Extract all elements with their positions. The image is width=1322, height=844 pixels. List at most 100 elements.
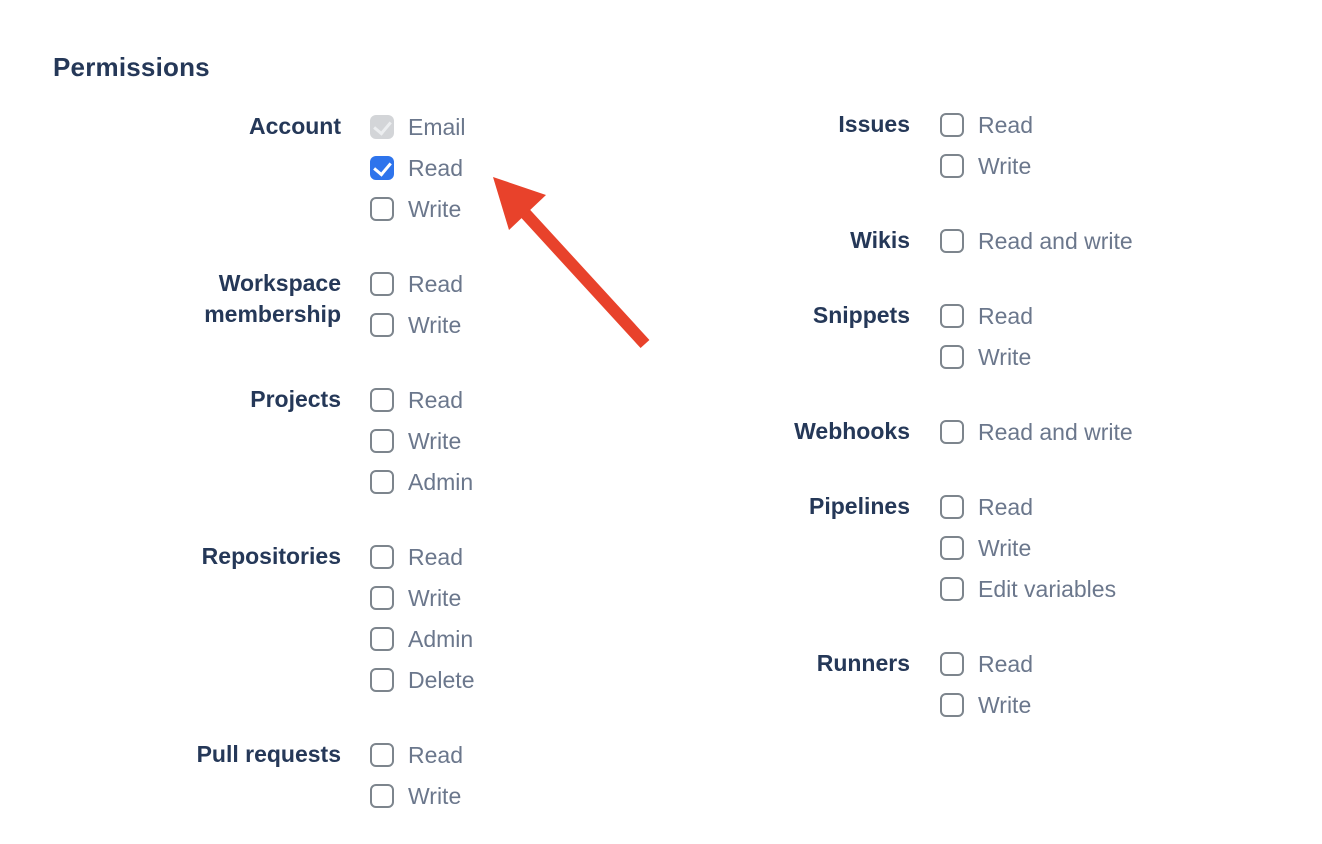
option-row-runners-read: Read [940,650,1280,677]
option-row-runners-write: Write [940,691,1280,718]
group-label-workspace-membership: Workspace membership [204,270,341,327]
option-row-projects-admin: Admin [370,468,691,495]
checkbox-pull-requests-read[interactable] [370,743,394,767]
option-row-pull-requests-write: Write [370,782,691,809]
checkbox-wikis-read-and-write[interactable] [940,229,964,253]
checkbox-label-pull-requests-read[interactable]: Read [408,741,463,768]
option-row-repositories-admin: Admin [370,625,691,652]
option-row-repositories-delete: Delete [370,666,691,693]
checkbox-label-webhooks-read-and-write[interactable]: Read and write [978,418,1133,445]
permission-group-issues: Issues Read Write [740,111,1280,195]
group-label-account: Account [249,113,341,139]
option-row-issues-write: Write [940,152,1280,179]
checkbox-label-pipelines-edit-variables[interactable]: Edit variables [978,575,1117,602]
option-row-repositories-read: Read [370,543,691,570]
checkbox-repositories-write[interactable] [370,586,394,610]
checkbox-label-projects-write[interactable]: Write [408,427,462,454]
checkbox-runners-read[interactable] [940,652,964,676]
checkbox-workspace-write[interactable] [370,313,394,337]
option-row-workspace-read: Read [370,270,691,297]
permission-group-workspace-membership: Workspace membership Read Write [151,270,691,354]
checkbox-snippets-write[interactable] [940,345,964,369]
checkbox-label-pull-requests-write[interactable]: Write [408,782,462,809]
permissions-column-right: Issues Read Write Wikis Read and write S… [740,111,1280,768]
page-title: Permissions [53,52,210,82]
option-row-issues-read: Read [940,111,1280,138]
checkbox-issues-write[interactable] [940,154,964,178]
option-row-account-read: Read [370,154,691,181]
checkbox-label-repositories-write[interactable]: Write [408,584,462,611]
checkbox-projects-admin[interactable] [370,470,394,494]
checkbox-repositories-delete[interactable] [370,668,394,692]
option-row-repositories-write: Write [370,584,691,611]
group-label-webhooks: Webhooks [794,418,910,444]
option-row-pipelines-edit-variables: Edit variables [940,575,1280,602]
checkbox-label-account-write[interactable]: Write [408,195,462,222]
option-row-projects-write: Write [370,427,691,454]
checkbox-label-repositories-admin[interactable]: Admin [408,625,474,652]
checkbox-label-projects-admin[interactable]: Admin [408,468,474,495]
checkbox-pipelines-read[interactable] [940,495,964,519]
checkbox-label-account-email: Email [408,113,466,140]
permission-group-pull-requests: Pull requests Read Write [151,741,691,825]
checkbox-pipelines-write[interactable] [940,536,964,560]
checkbox-label-repositories-read[interactable]: Read [408,543,463,570]
checkbox-webhooks-read-and-write[interactable] [940,420,964,444]
permission-group-projects: Projects Read Write Admin [151,386,691,511]
option-row-pull-requests-read: Read [370,741,691,768]
option-row-snippets-write: Write [940,343,1280,370]
group-label-pipelines: Pipelines [809,493,910,519]
option-row-projects-read: Read [370,386,691,413]
checkbox-projects-write[interactable] [370,429,394,453]
checkbox-label-pipelines-read[interactable]: Read [978,493,1033,520]
checkbox-repositories-admin[interactable] [370,627,394,651]
checkbox-label-runners-write[interactable]: Write [978,691,1032,718]
permission-group-runners: Runners Read Write [740,650,1280,734]
checkbox-projects-read[interactable] [370,388,394,412]
checkbox-label-snippets-write[interactable]: Write [978,343,1032,370]
checkbox-account-email [370,115,394,139]
checkbox-label-repositories-delete[interactable]: Delete [408,666,475,693]
checkbox-account-write[interactable] [370,197,394,221]
group-label-snippets: Snippets [812,302,910,328]
checkbox-label-workspace-write[interactable]: Write [408,311,462,338]
option-row-webhooks-read-and-write: Read and write [940,418,1280,445]
group-label-projects: Projects [250,386,341,412]
checkbox-pull-requests-write[interactable] [370,784,394,808]
checkbox-label-issues-read[interactable]: Read [978,111,1033,138]
checkbox-label-snippets-read[interactable]: Read [978,302,1033,329]
checkbox-label-wikis-read-and-write[interactable]: Read and write [978,227,1133,254]
checkbox-label-issues-write[interactable]: Write [978,152,1032,179]
checkbox-label-workspace-read[interactable]: Read [408,270,463,297]
permission-group-snippets: Snippets Read Write [740,302,1280,386]
permission-group-webhooks: Webhooks Read and write [740,418,1280,461]
option-row-pipelines-write: Write [940,534,1280,561]
checkbox-label-account-read[interactable]: Read [408,154,463,181]
permission-group-account: Account Email Read Write [151,113,691,238]
permission-group-wikis: Wikis Read and write [740,227,1280,270]
group-label-pull-requests: Pull requests [196,741,341,767]
group-label-repositories: Repositories [201,543,341,569]
permissions-column-left: Account Email Read Write Workspace membe… [151,113,691,844]
group-label-runners: Runners [816,650,910,676]
group-label-issues: Issues [838,111,910,137]
checkbox-issues-read[interactable] [940,113,964,137]
group-label-wikis: Wikis [850,227,910,253]
option-row-workspace-write: Write [370,311,691,338]
checkbox-runners-write[interactable] [940,693,964,717]
permission-group-pipelines: Pipelines Read Write Edit variables [740,493,1280,618]
option-row-snippets-read: Read [940,302,1280,329]
option-row-account-email: Email [370,113,691,140]
checkbox-account-read[interactable] [370,156,394,180]
option-row-account-write: Write [370,195,691,222]
checkbox-label-projects-read[interactable]: Read [408,386,463,413]
permission-group-repositories: Repositories Read Write Admin Delete [151,543,691,709]
checkbox-label-pipelines-write[interactable]: Write [978,534,1032,561]
option-row-wikis-read-and-write: Read and write [940,227,1280,254]
checkbox-pipelines-edit-variables[interactable] [940,577,964,601]
checkbox-snippets-read[interactable] [940,304,964,328]
checkbox-repositories-read[interactable] [370,545,394,569]
option-row-pipelines-read: Read [940,493,1280,520]
checkbox-label-runners-read[interactable]: Read [978,650,1033,677]
checkbox-workspace-read[interactable] [370,272,394,296]
